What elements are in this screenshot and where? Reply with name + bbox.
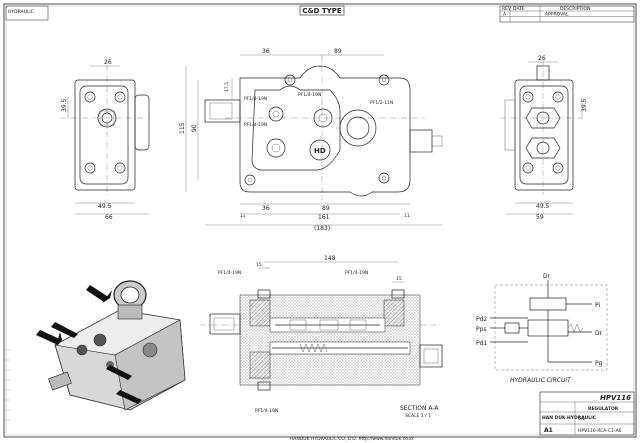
front-dim-overall: 161 [318, 214, 330, 221]
circuit-label-pi: Pi [595, 302, 600, 309]
left-dim-bottom-inner: 49.5 [98, 203, 112, 210]
revision-table: REV DATE DESCRIPTION A APPROVAL [499, 5, 635, 23]
right-dim-bottom-inner: 49.5 [536, 203, 550, 210]
right-dim-side: 39.5 [581, 98, 588, 112]
circuit-label-pd1: Pd1 [476, 340, 487, 347]
title-company: HAN DUK HYDRAULIC [542, 415, 597, 421]
rev-col-rev: REV [502, 6, 512, 12]
title-description: REGULATOR [588, 406, 619, 412]
title-banner-text: C&D TYPE [302, 7, 341, 15]
isometric-illustration [36, 280, 186, 411]
footer-copyright: HANDUK HYDRAULIC CO.,LTD. http://www.han… [290, 436, 414, 442]
stamp-text: HYDRAULIC [8, 9, 34, 15]
right-dim-bottom-outer: 59 [536, 214, 544, 221]
left-side-view: 26 39.5 49.5 66 [60, 59, 150, 221]
front-view: HD PF1/4-19N PF1/4-19N PF1/4-19N PF1/2-1… [179, 48, 443, 232]
circuit-label-pd2: Pd2 [476, 316, 487, 323]
front-dim-overall-ref: (183) [314, 225, 330, 232]
right-side-view: 26 39.5 49.5 59 [500, 55, 588, 221]
rev-row-desc: APPROVAL [545, 12, 569, 18]
left-margin-ticks [4, 349, 10, 421]
front-port-label-3: PF1/4-19N [244, 122, 267, 128]
front-dim-bottom-small-right: 11 [404, 213, 410, 219]
section-dim-top-mid: 148 [324, 255, 336, 262]
front-port-label-1: PF1/4-19N [244, 96, 267, 102]
section-port-bottom: PF1/4-19N [255, 408, 278, 414]
front-dim-left-mid: 90 [191, 124, 198, 132]
front-dim-bottom-small-left: 11 [240, 213, 246, 219]
front-dim-bottom-mid: 89 [322, 205, 330, 212]
arrow-icon [36, 285, 142, 404]
front-dim-top-left: 36 [262, 48, 270, 55]
front-dim-bottom-left: 36 [262, 205, 270, 212]
rev-col-desc: DESCRIPTION [560, 6, 590, 12]
front-dim-top-mid: 89 [334, 48, 342, 55]
title-size: A1 [544, 427, 553, 434]
circuit-label-pps: Pps [476, 326, 487, 333]
rev-col-date: DATE [513, 6, 525, 12]
title-drawing-number: HPV116-RCA-C1-A6 [578, 428, 622, 434]
section-port-top-right: PF1/4-19N [345, 270, 368, 276]
rev-row-rev: A [503, 12, 507, 18]
section-caption: SECTION A-A [400, 405, 439, 412]
left-dim-side: 39.5 [61, 98, 68, 112]
front-port-label-2: PF1/4-19N [298, 92, 321, 98]
hd-logo: HD [314, 147, 326, 155]
section-dim-top-right: 15 [396, 276, 402, 282]
hydraulic-circuit: Dr Pi Pd2 Pps Dr Pd1 Pg HYDRAULIC CIRCUI… [476, 273, 608, 384]
title-part-number: HPV116 [600, 394, 631, 402]
circuit-label-dr-top: Dr [543, 273, 551, 280]
front-dim-left-outer: 115 [179, 122, 186, 134]
section-dim-top-left: 15 [256, 262, 262, 268]
right-dim-top: 26 [538, 55, 546, 62]
left-dim-top: 26 [104, 59, 112, 66]
section-port-top-left: PF1/4-19N [218, 270, 241, 276]
front-dim-left-small: 17.5 [224, 82, 230, 92]
section-scale: SCALE 1 / 1 [405, 413, 431, 419]
top-left-stamp: HYDRAULIC [5, 5, 49, 21]
circuit-caption: HYDRAULIC CIRCUIT [510, 377, 572, 384]
section-view: 15 148 15 PF1/4-19N PF1/4-19N PF1/4-19N … [200, 255, 443, 419]
front-port-label-4: PF1/2-11N [370, 100, 393, 106]
circuit-label-dr-right: Dr [595, 330, 603, 337]
title-sheet: 1/1 [578, 416, 585, 422]
left-dim-bottom-outer: 66 [105, 214, 113, 221]
sheet-border [3, 3, 637, 438]
title-block: HPV116 REGULATOR HAN DUK HYDRAULIC 1/1 A… [539, 391, 635, 436]
circuit-label-pg: Pg [595, 360, 603, 367]
title-banner: C&D TYPE [299, 5, 345, 16]
